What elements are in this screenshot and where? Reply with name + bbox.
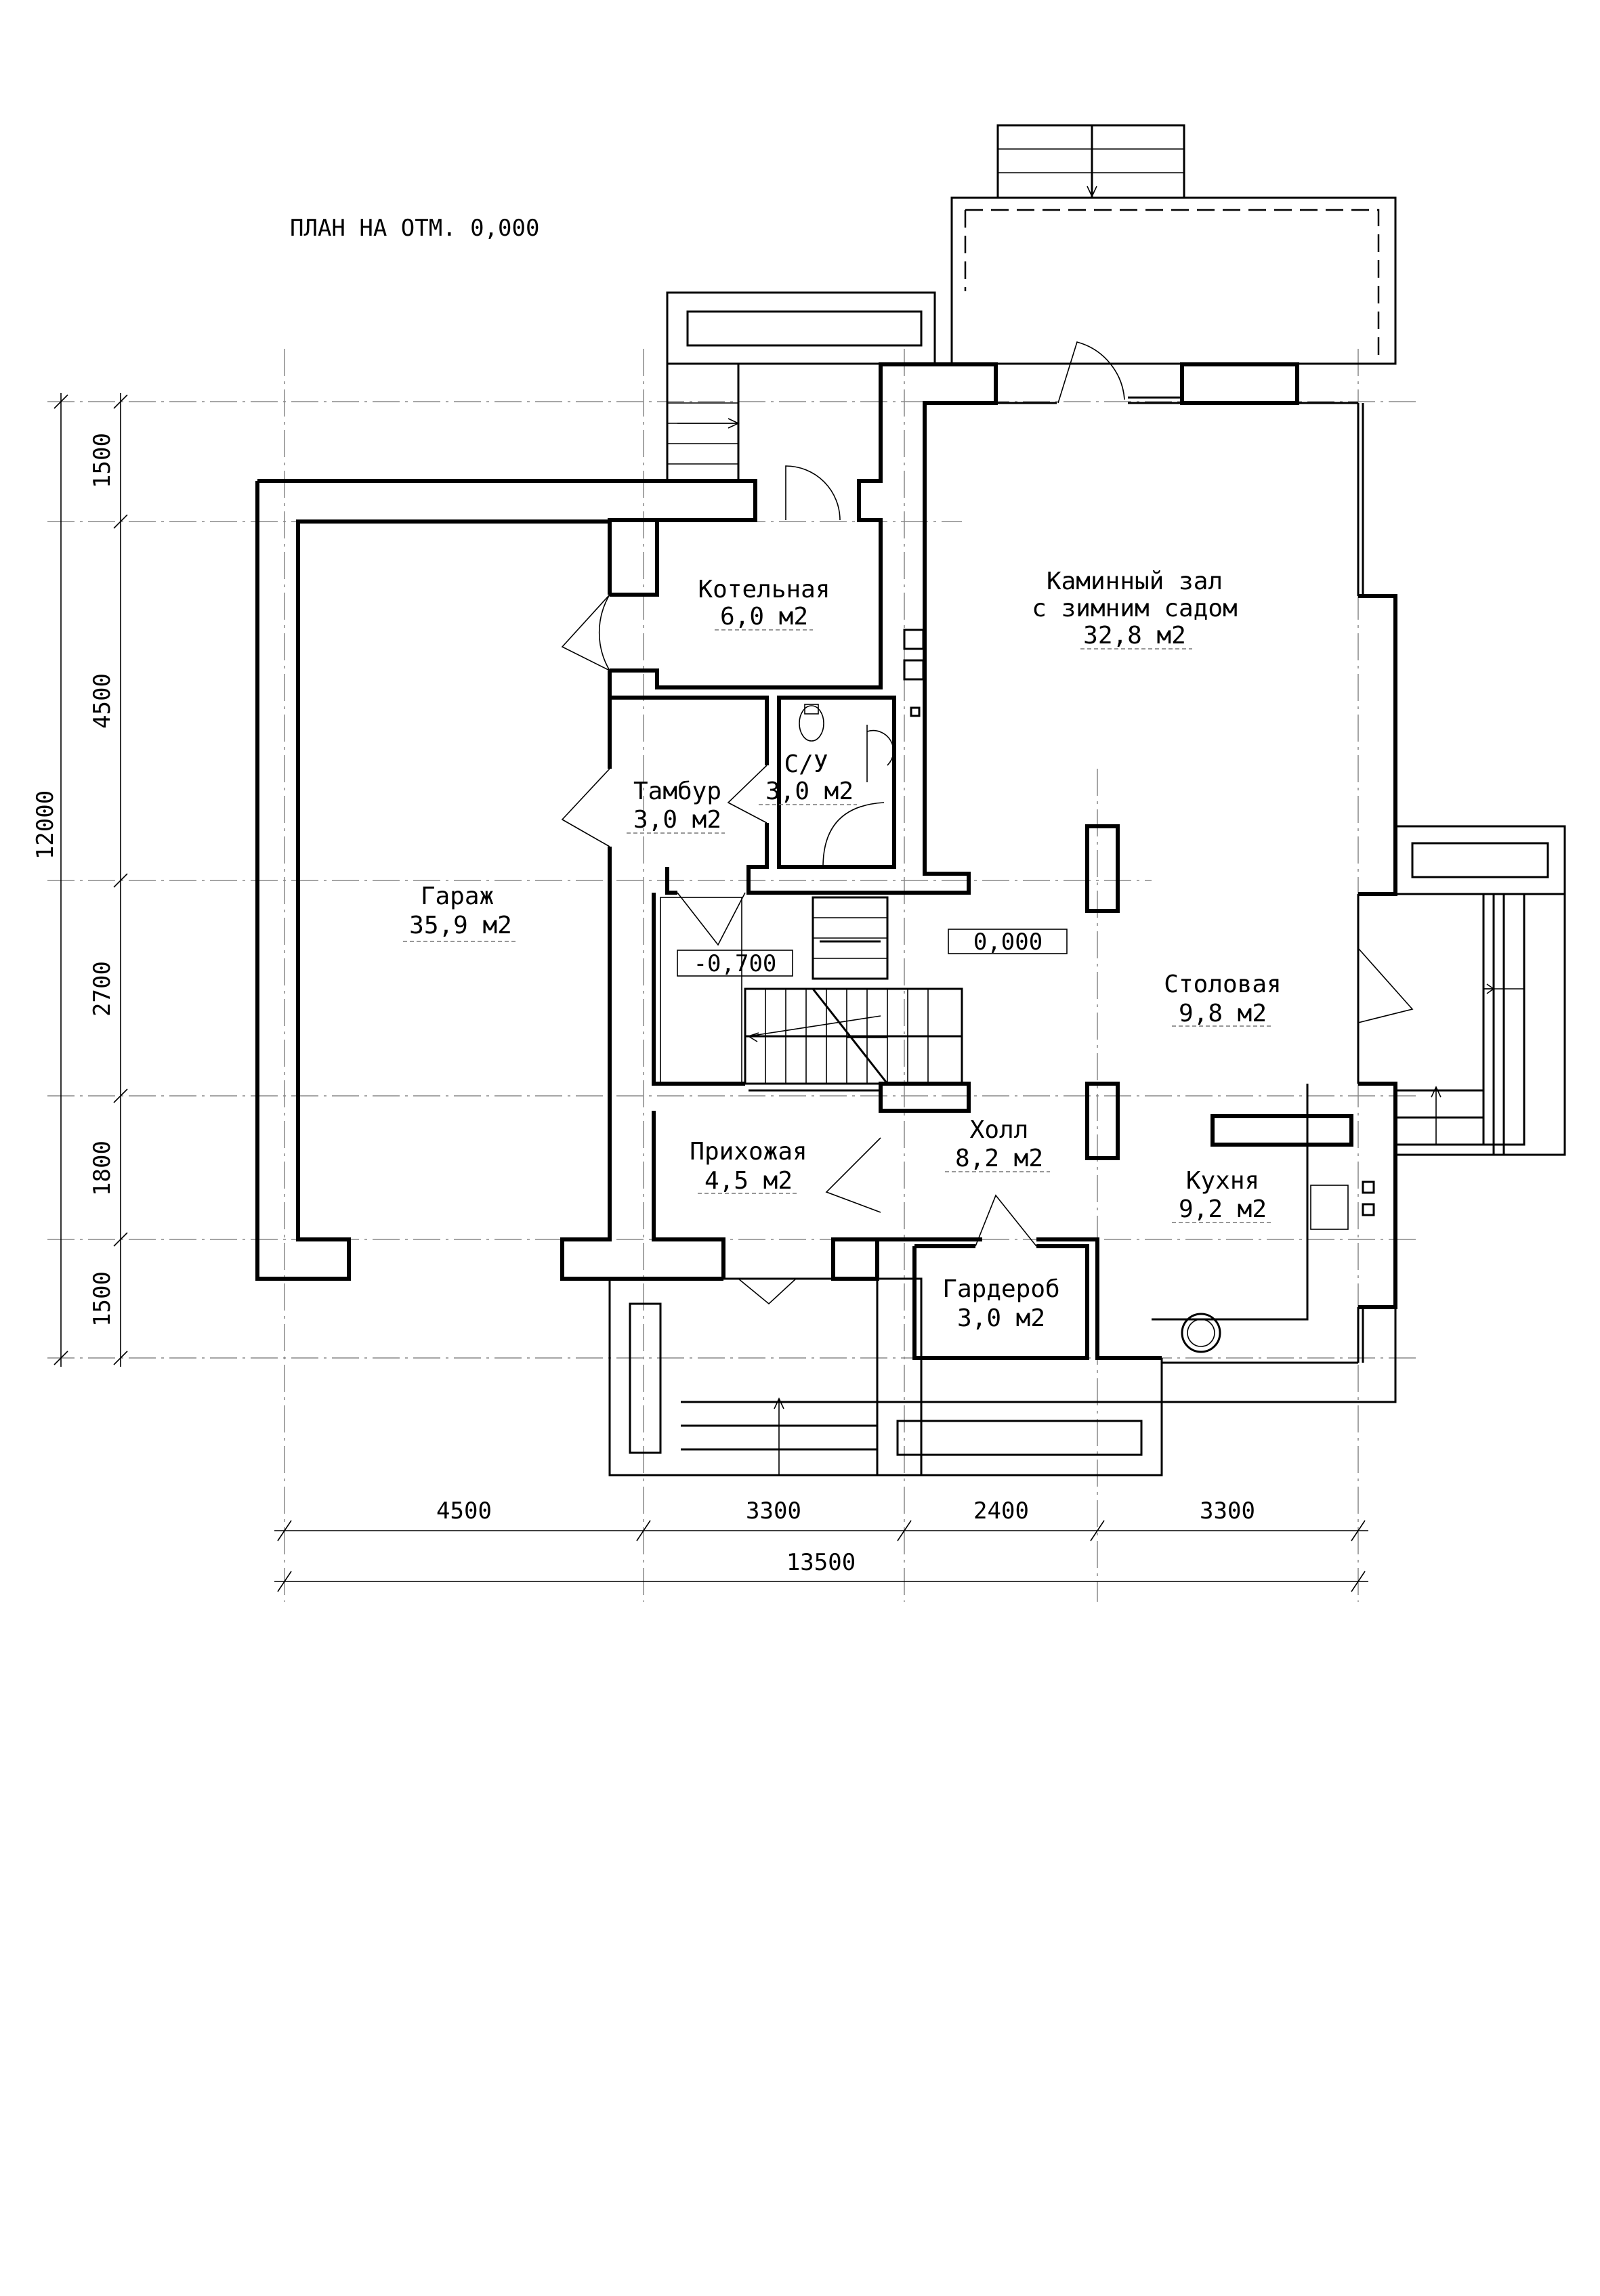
- level-marks: -0,700 0,000: [677, 929, 1068, 977]
- stairs: [660, 896, 963, 1092]
- kitchen-area: 9,2 м2: [1179, 1195, 1267, 1223]
- horizontal-dimensions: 4500 3300 2400 3300 13500: [274, 1497, 1368, 1592]
- fireplace-room-name: Каминный зал: [1047, 568, 1223, 595]
- boiler-room-area: 6,0 м2: [720, 603, 808, 631]
- thin-lines: [608, 124, 1566, 1476]
- garage-area: 35,9 м2: [409, 912, 512, 939]
- dining-name: Столовая: [1164, 971, 1281, 998]
- wc-area: 3,0 м2: [765, 778, 854, 805]
- dim-v-1: 1500: [89, 433, 116, 488]
- dim-h-1: 4500: [436, 1497, 492, 1525]
- vestibule-area: 3,0 м2: [633, 806, 721, 834]
- dim-h-2: 3300: [746, 1497, 801, 1525]
- dim-v-total: 12000: [32, 790, 59, 859]
- kitchen-name: Кухня: [1186, 1167, 1259, 1195]
- fixtures: [799, 704, 1375, 1353]
- level-mark-lower: -0,700: [694, 950, 777, 977]
- level-mark-main: 0,000: [973, 929, 1043, 956]
- dim-h-4: 3300: [1200, 1497, 1255, 1525]
- room-labels: ПЛАН НА ОТМ. 0,000 Котельная 6,0 м2 Ками…: [290, 215, 1282, 1332]
- wardrobe-name: Гардероб: [942, 1275, 1059, 1303]
- plan-title: ПЛАН НА ОТМ. 0,000: [290, 215, 539, 242]
- fireplace-room-area: 32,8 м2: [1083, 622, 1186, 650]
- fireplace-room-name-2: с зимним садом: [1032, 595, 1237, 622]
- garage-name: Гараж: [421, 883, 494, 910]
- arrows: [677, 173, 1524, 1475]
- entry-area: 4,5 м2: [704, 1167, 793, 1195]
- dim-h-3: 2400: [973, 1497, 1029, 1525]
- entry-name: Прихожая: [690, 1138, 807, 1166]
- wardrobe-area: 3,0 м2: [957, 1304, 1045, 1332]
- hall-name: Холл: [970, 1116, 1029, 1144]
- vertical-dimensions: 1500 4500 2700 1800 1500 12000: [32, 393, 128, 1367]
- dim-v-4: 1800: [89, 1141, 116, 1196]
- wc-name: С/У: [784, 750, 828, 778]
- boiler-room-name: Котельная: [698, 576, 830, 603]
- doors: [561, 341, 1414, 1305]
- dim-h-total: 13500: [786, 1549, 856, 1576]
- dim-v-3: 2700: [89, 961, 116, 1017]
- hall-area: 8,2 м2: [955, 1145, 1043, 1172]
- dining-area: 9,8 м2: [1179, 1000, 1267, 1027]
- dim-v-5: 1500: [89, 1271, 116, 1327]
- dim-v-2: 4500: [89, 673, 116, 729]
- vestibule-name: Тамбур: [633, 778, 721, 805]
